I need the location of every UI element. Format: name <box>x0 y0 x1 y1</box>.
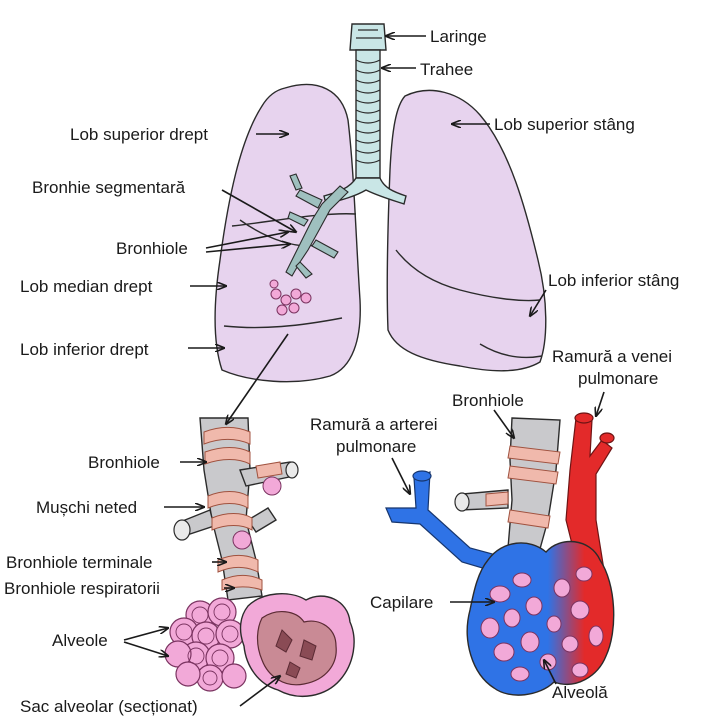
bronchial-tree <box>285 173 349 279</box>
bronchiole-main-tube <box>199 417 263 601</box>
label-terminal-bronchioles: Bronhiole terminale <box>6 553 152 572</box>
label-bronchioles-right: Bronhiole <box>452 391 524 410</box>
label-larynx: Laringe <box>430 27 487 46</box>
pulmonary-artery-branch <box>385 470 501 573</box>
label-left-lower-lobe: Lob inferior stâng <box>548 271 679 290</box>
bronchiole-right <box>454 417 561 557</box>
label-segmental-bronchus: Bronhie segmentară <box>32 178 186 197</box>
leader-lines <box>123 36 605 707</box>
label-right-upper-lobe: Lob superior drept <box>70 125 208 144</box>
label-capillaries: Capilare <box>370 593 433 612</box>
alveoli-cluster <box>164 597 247 692</box>
label-trachea: Trahee <box>420 60 473 79</box>
left-lung <box>386 89 547 372</box>
alveolar-sac-cut <box>239 593 355 697</box>
label-alveolus: Alveolă <box>552 683 608 702</box>
label-right-middle-lobe: Lob median drept <box>20 277 153 296</box>
label-bronchioles-left: Bronhiole <box>88 453 160 472</box>
label-bronchioles-top: Bronhiole <box>116 239 188 258</box>
label-alveoli: Alveole <box>52 631 108 650</box>
bronchiole-detail <box>173 417 299 601</box>
label-artery-branch: Ramură a arterei pulmonare <box>310 415 442 456</box>
smooth-muscle-bands <box>203 427 283 591</box>
trachea <box>323 23 407 205</box>
capillary-network <box>466 540 615 696</box>
label-alveolar-sac: Sac alveolar (secționat) <box>20 697 198 716</box>
label-vein-branch: Ramură a venei pulmonare <box>552 347 677 388</box>
right-lung <box>214 83 361 383</box>
label-respiratory-bronchioles: Bronhiole respiratorii <box>4 579 160 598</box>
alveoli-cluster-lung <box>269 279 312 316</box>
label-left-upper-lobe: Lob superior stâng <box>494 115 635 134</box>
labels: Laringe Trahee Lob superior drept Lob su… <box>4 27 679 716</box>
label-right-lower-lobe: Lob inferior drept <box>20 340 149 359</box>
label-smooth-muscle: Mușchi neted <box>36 498 137 517</box>
